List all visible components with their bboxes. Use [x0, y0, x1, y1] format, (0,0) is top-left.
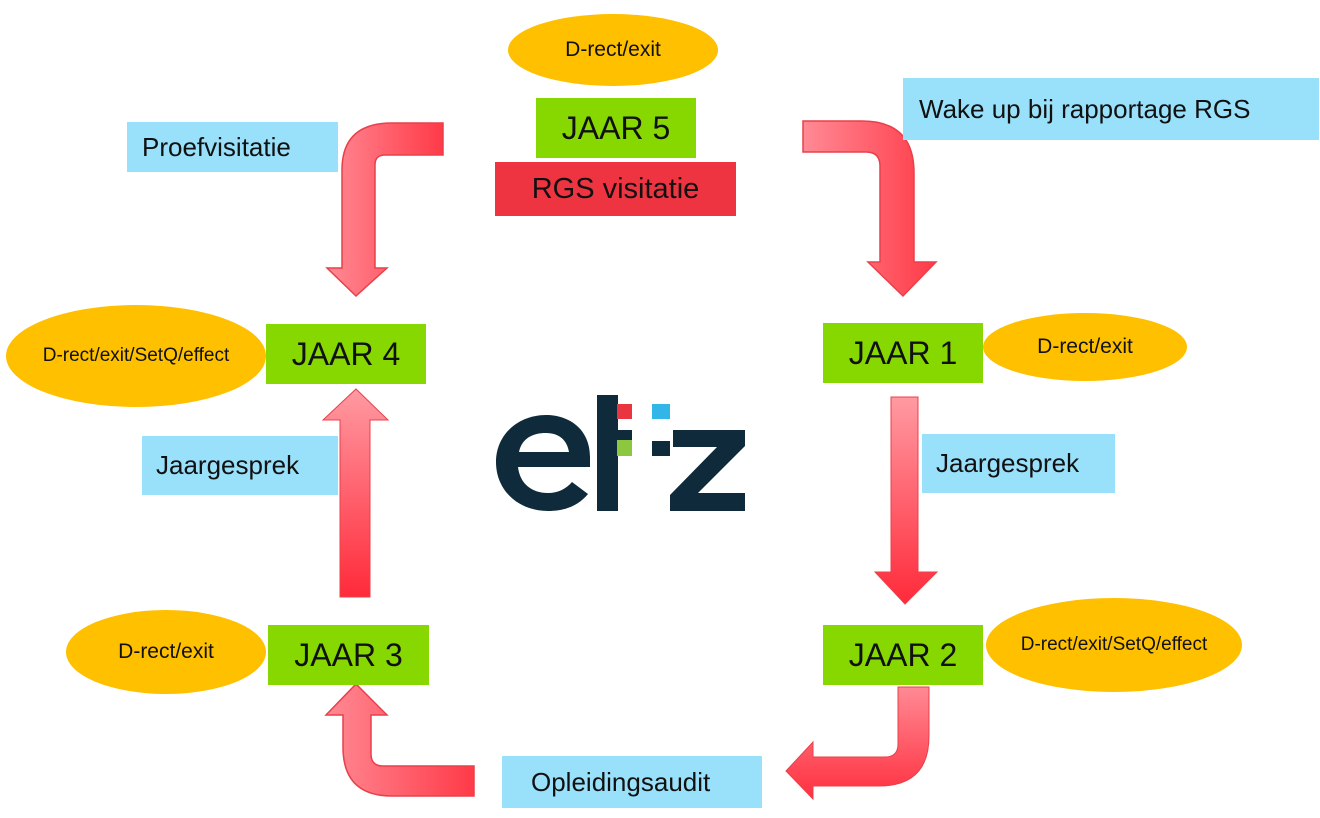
- logo-square-red: [617, 404, 632, 419]
- activity-oval-top: D-rect/exit: [508, 14, 718, 86]
- year-box-jaar2: JAAR 2: [823, 625, 983, 685]
- year-box-jaar5: JAAR 5: [536, 98, 696, 158]
- logo-letter-t: [597, 395, 632, 511]
- arrow-audit-to-jaar3: [324, 682, 475, 797]
- activity-oval-jaar3: D-rect/exit: [66, 610, 266, 694]
- event-label-proefvisitatie: Proefvisitatie: [127, 122, 338, 172]
- logo-square-blue: [652, 404, 670, 419]
- year-box-jaar1: JAAR 1: [823, 323, 983, 383]
- arrow-jaar5-to-jaar1: [802, 120, 938, 298]
- arrow-jaar3-to-jaar4: [321, 388, 390, 598]
- rgs-visitatie-label: RGS visitatie: [495, 162, 736, 216]
- activity-oval-jaar2: D-rect/exit/SetQ/effect: [986, 598, 1242, 692]
- arrow-jaar2-to-audit: [785, 686, 930, 801]
- logo-letter-z: [670, 430, 745, 511]
- activity-oval-jaar1: D-rect/exit: [983, 313, 1187, 381]
- event-label-opleidingsaudit: Opleidingsaudit: [502, 756, 762, 808]
- logo-square-green: [617, 440, 632, 456]
- logo-square-dark: [652, 441, 670, 456]
- arrow-jaar5-to-jaar4: [325, 122, 444, 298]
- event-label-jaargesprek-right: Jaargesprek: [922, 434, 1115, 493]
- activity-oval-jaar4: D-rect/exit/SetQ/effect: [6, 305, 266, 407]
- logo-letter-e: [496, 415, 590, 511]
- arrow-jaar1-to-jaar2: [873, 396, 939, 605]
- etz-logo-icon: [496, 395, 745, 511]
- event-label-jaargesprek-left: Jaargesprek: [142, 436, 338, 495]
- year-box-jaar4: JAAR 4: [266, 324, 426, 384]
- event-label-wake-up: Wake up bij rapportage RGS: [903, 78, 1319, 140]
- year-box-jaar3: JAAR 3: [268, 625, 429, 685]
